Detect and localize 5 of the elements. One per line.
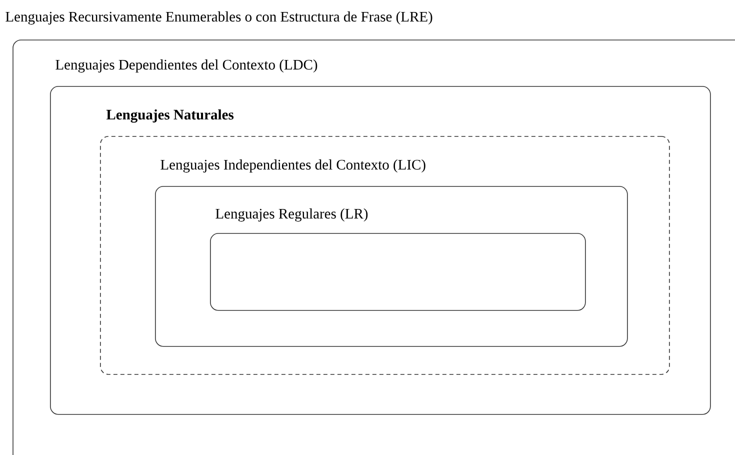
box-heading: Lenguajes Regulares (LR) (216, 208, 368, 222)
box-heading: Lenguajes Recursivamente Enumerables o con Estructura de Frase (LRE) (6, 11, 432, 25)
box-heading: Lenguajes Independientes del Contexto (LIC) (160, 159, 426, 173)
box-heading: Lenguajes Naturales (106, 109, 234, 123)
box-heading: Lenguajes Dependientes del Contexto (LDC) (56, 59, 318, 73)
